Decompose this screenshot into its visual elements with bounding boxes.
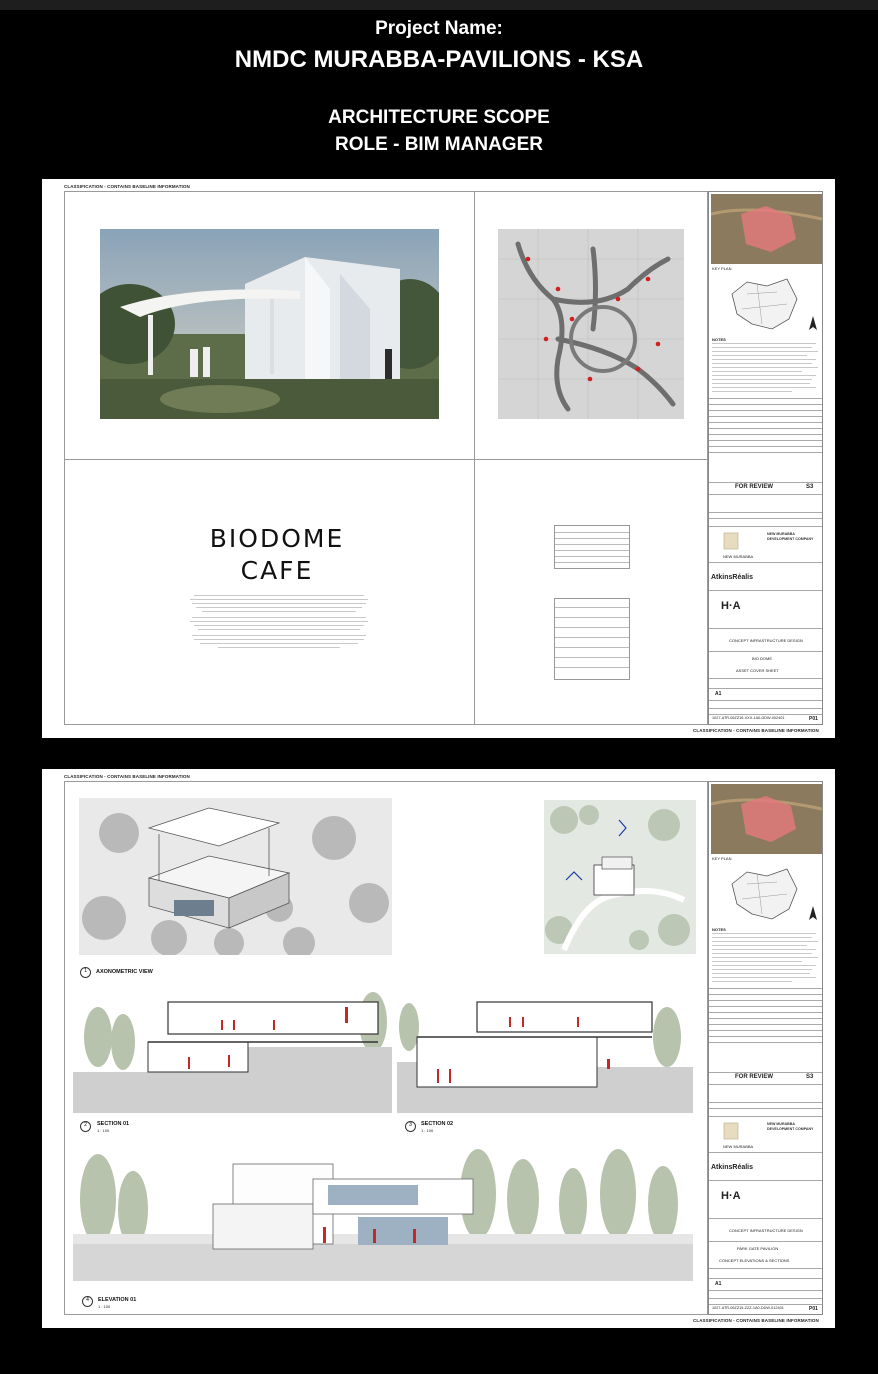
consultant-logo: AtkinsRéalis (711, 1164, 754, 1171)
drawing-frame (64, 781, 708, 1315)
status-label: FOR REVIEW (735, 484, 774, 490)
view-scale-section-02: 1 : 100 (421, 1128, 434, 1133)
frame-divider (64, 459, 708, 460)
client-logo-icon (723, 532, 739, 550)
site-plan (544, 800, 696, 954)
room-schedule-table (554, 598, 630, 680)
view-title-section-02: SECTION 02 (421, 1121, 454, 1127)
north-arrow-icon (809, 906, 817, 920)
drawing-sheet-biodome-cafe: CLASSIFICATION - CONTAINS BASELINE INFOR… (42, 179, 835, 738)
scope-label: ARCHITECTURE SCOPE (328, 107, 550, 128)
classification-footer: CLASSIFICATION - CONTAINS BASELINE INFOR… (693, 728, 819, 733)
masterplan-map (498, 229, 684, 419)
project-name-label: Project Name: (375, 18, 503, 39)
revision: P01 (809, 716, 818, 722)
frame-divider (474, 191, 475, 725)
area-schedule-table (554, 525, 630, 569)
view-number-3: 3 (405, 1121, 416, 1132)
status-code: S3 (806, 1074, 814, 1080)
biodome-rendering (100, 229, 439, 419)
key-plan-outline (731, 278, 798, 330)
notes-label: NOTES (712, 337, 726, 342)
drawing-sheet-park-gate-pavilion: CLASSIFICATION - CONTAINS BASELINE INFOR… (42, 769, 835, 1328)
sheet-size: A1 (715, 1281, 722, 1287)
axonometric-drawing (79, 798, 392, 955)
drawing-frame (64, 191, 708, 725)
role-label: ROLE - BIM MANAGER (335, 134, 543, 155)
drawing-title-1: BIO DOME (752, 656, 773, 661)
elevation-01-drawing (73, 1139, 693, 1281)
architect-logo: H·A (721, 600, 741, 612)
client-name: NEW MURABBA DEVELOPMENT COMPANY (767, 1122, 814, 1131)
sheet-size: A1 (715, 691, 722, 697)
sheet-title-line2: CAFE (240, 556, 314, 585)
section-01-drawing (73, 987, 392, 1113)
top-strip (0, 0, 878, 10)
architect-logo: H·A (721, 1190, 741, 1202)
title-block: KEY PLAN NOTES FOR R (708, 781, 823, 1315)
classification-header: CLASSIFICATION - CONTAINS BASELINE INFOR… (64, 774, 190, 779)
section-02-drawing (397, 987, 693, 1113)
project-title: CONCEPT INFRASTRUCTURE DESIGN (729, 1228, 803, 1233)
notes-label: NOTES (712, 927, 726, 932)
drawing-title-2: ASSET COVER SHEET (736, 668, 779, 673)
key-plan-label: KEY PLAN (712, 266, 732, 271)
classification-footer: CLASSIFICATION - CONTAINS BASELINE INFOR… (693, 1318, 819, 1323)
view-title-section-01: SECTION 01 (97, 1121, 130, 1127)
client-short: NEW MURABBA (723, 1144, 754, 1149)
client-short: NEW MURABBA (723, 554, 754, 559)
sheet-title-line1: BIODOME (209, 524, 345, 553)
drawing-number: 1027-ATR-06ZZ15-ZZZ-1A0-DDW-012401 (712, 1306, 784, 1310)
key-plan-satellite (711, 784, 822, 854)
view-title-axonometric: AXONOMETRIC VIEW (96, 969, 153, 975)
project-name: NMDC MURABBA-PAVILIONS - KSA (234, 46, 644, 73)
drawing-number: 1027-ATR-06ZZ16-XXX-1A0-DDW-002401 (712, 716, 785, 720)
client-logo-icon (723, 1122, 739, 1140)
north-arrow-icon (809, 316, 817, 330)
key-plan-outline (731, 868, 798, 920)
project-title: CONCEPT INFRASTRUCTURE DESIGN (729, 638, 803, 643)
drawing-title-1: PARK GATE PAVILION (737, 1246, 779, 1251)
view-number-2: 2 (80, 1121, 91, 1132)
key-plan-label: KEY PLAN (712, 856, 732, 861)
classification-header: CLASSIFICATION - CONTAINS BASELINE INFOR… (64, 184, 190, 189)
status-label: FOR REVIEW (735, 1074, 774, 1080)
revision: P01 (809, 1306, 818, 1312)
view-scale-section-01: 1 : 100 (97, 1128, 110, 1133)
view-scale-elevation-01: 1 : 100 (98, 1304, 111, 1309)
view-number-4: 4 (82, 1296, 93, 1307)
view-title-elevation-01: ELEVATION 01 (98, 1297, 137, 1303)
consultant-logo: AtkinsRéalis (711, 574, 754, 581)
status-code: S3 (806, 484, 814, 490)
key-plan-satellite (711, 194, 822, 264)
drawing-title-2: CONCEPT ELEVATIONS & SECTIONS (719, 1258, 790, 1263)
view-number-1: 1 (80, 967, 91, 978)
client-name: NEW MURABBA DEVELOPMENT COMPANY (767, 532, 814, 541)
title-block: KEY PLAN NOTES FOR R (708, 191, 823, 725)
